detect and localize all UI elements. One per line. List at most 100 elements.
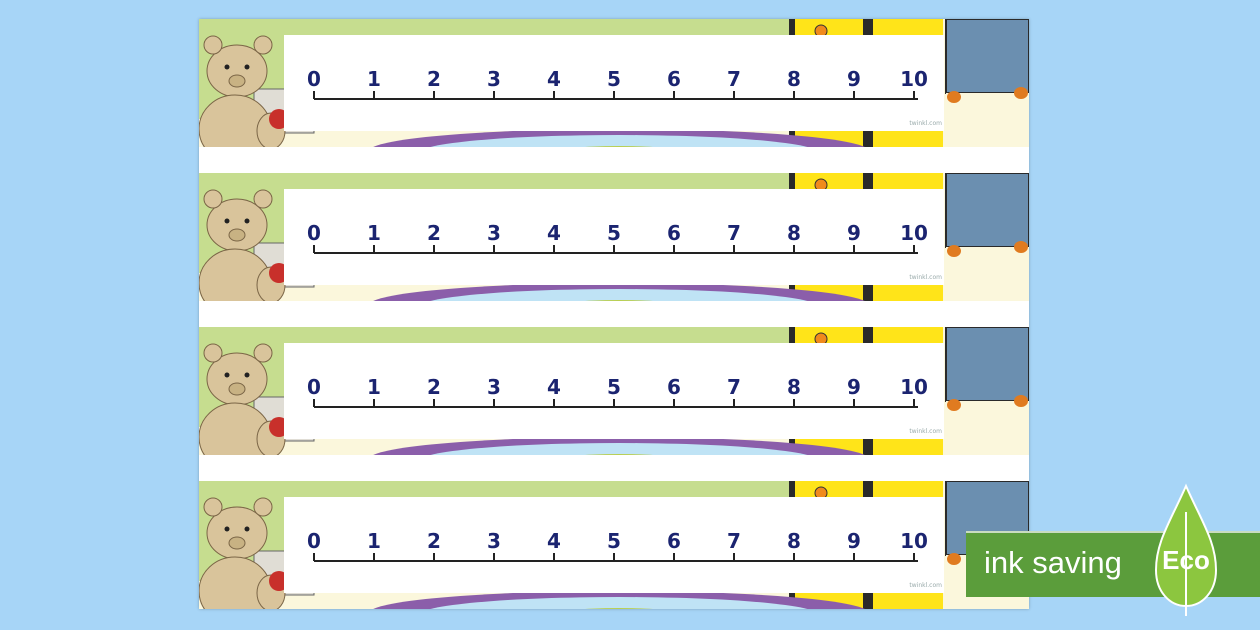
tick-mark — [553, 399, 555, 407]
number-label: 6 — [667, 375, 681, 399]
number-label: 4 — [547, 221, 561, 245]
tick-mark — [673, 553, 675, 561]
number-label: 9 — [847, 67, 861, 91]
number-label: 2 — [427, 221, 441, 245]
number-label: 3 — [487, 375, 501, 399]
tick-mark — [493, 245, 495, 253]
teddy-bear-icon — [199, 343, 286, 455]
number-label: 6 — [667, 221, 681, 245]
tick-mark — [433, 553, 435, 561]
tick-mark — [853, 399, 855, 407]
number-label: 9 — [847, 221, 861, 245]
number-label: 1 — [367, 529, 381, 553]
number-label: 7 — [727, 375, 741, 399]
number-label: 2 — [427, 375, 441, 399]
number-label: 1 — [367, 67, 381, 91]
number-label: 7 — [727, 67, 741, 91]
tick-mark — [733, 399, 735, 407]
teddy-bear-icon — [199, 35, 286, 147]
tick-mark — [853, 91, 855, 99]
number-line-strip: 0 1 2 3 4 5 6 7 8 9 10 — [199, 481, 1029, 609]
tick-mark — [733, 245, 735, 253]
number-line-axis — [314, 252, 918, 254]
tick-mark — [373, 91, 375, 99]
tick-mark — [373, 245, 375, 253]
tick-mark — [733, 91, 735, 99]
tick-mark — [793, 245, 795, 253]
number-label: 3 — [487, 221, 501, 245]
tick-mark — [553, 91, 555, 99]
tick-mark — [673, 245, 675, 253]
number-label: 1 — [367, 375, 381, 399]
tick-mark — [433, 91, 435, 99]
number-label: 0 — [307, 67, 321, 91]
number-line-strip: 0 1 2 3 4 5 6 7 8 9 10 — [199, 173, 1029, 301]
number-label: 0 — [307, 529, 321, 553]
tick-mark — [313, 91, 315, 99]
number-label: 7 — [727, 529, 741, 553]
number-label: 8 — [787, 67, 801, 91]
tick-mark — [913, 91, 915, 99]
number-label: 10 — [900, 375, 928, 399]
number-label: 4 — [547, 67, 561, 91]
eco-leaf-icon — [1154, 483, 1218, 616]
number-line-panel: 0 1 2 3 4 5 6 7 8 9 10 — [284, 35, 944, 131]
tick-mark — [313, 245, 315, 253]
tick-mark — [313, 553, 315, 561]
number-label: 10 — [900, 221, 928, 245]
number-label: 10 — [900, 67, 928, 91]
number-line-axis — [314, 406, 918, 408]
tick-mark — [493, 91, 495, 99]
tick-mark — [433, 245, 435, 253]
credit-text: twinkl.com — [909, 120, 942, 127]
number-line-panel: 0 1 2 3 4 5 6 7 8 9 10 — [284, 497, 944, 593]
tick-mark — [913, 553, 915, 561]
number-label: 4 — [547, 529, 561, 553]
number-label: 9 — [847, 529, 861, 553]
credit-text: twinkl.com — [909, 428, 942, 435]
number-label: 6 — [667, 67, 681, 91]
tick-mark — [613, 399, 615, 407]
number-label: 1 — [367, 221, 381, 245]
tick-mark — [613, 91, 615, 99]
number-label: 9 — [847, 375, 861, 399]
tick-mark — [553, 553, 555, 561]
number-label: 3 — [487, 529, 501, 553]
credit-text: twinkl.com — [909, 582, 942, 589]
ink-saving-label: ink saving — [984, 545, 1122, 580]
tick-mark — [853, 245, 855, 253]
eco-leaf-label: Eco — [1162, 545, 1210, 575]
tick-mark — [433, 399, 435, 407]
number-line-panel: 0 1 2 3 4 5 6 7 8 9 10 — [284, 343, 944, 439]
number-label: 2 — [427, 529, 441, 553]
number-label: 4 — [547, 375, 561, 399]
tick-mark — [493, 399, 495, 407]
number-line-axis — [314, 98, 918, 100]
number-line-strip: 0 1 2 3 4 5 6 7 8 9 10 — [199, 327, 1029, 455]
number-label: 10 — [900, 529, 928, 553]
tick-mark — [733, 553, 735, 561]
number-label: 2 — [427, 67, 441, 91]
number-label: 5 — [607, 375, 621, 399]
tick-mark — [673, 91, 675, 99]
tick-mark — [793, 553, 795, 561]
tick-mark — [373, 553, 375, 561]
number-label: 6 — [667, 529, 681, 553]
number-line-panel: 0 1 2 3 4 5 6 7 8 9 10 — [284, 189, 944, 285]
tick-mark — [313, 399, 315, 407]
tick-mark — [793, 399, 795, 407]
tick-mark — [913, 245, 915, 253]
number-label: 0 — [307, 375, 321, 399]
number-label: 5 — [607, 529, 621, 553]
number-label: 5 — [607, 67, 621, 91]
number-line-axis — [314, 560, 918, 562]
number-label: 8 — [787, 529, 801, 553]
teddy-bear-icon — [199, 189, 286, 301]
number-label: 7 — [727, 221, 741, 245]
number-label: 8 — [787, 221, 801, 245]
tick-mark — [613, 553, 615, 561]
tick-mark — [373, 399, 375, 407]
tick-mark — [553, 245, 555, 253]
tick-mark — [613, 245, 615, 253]
number-label: 5 — [607, 221, 621, 245]
